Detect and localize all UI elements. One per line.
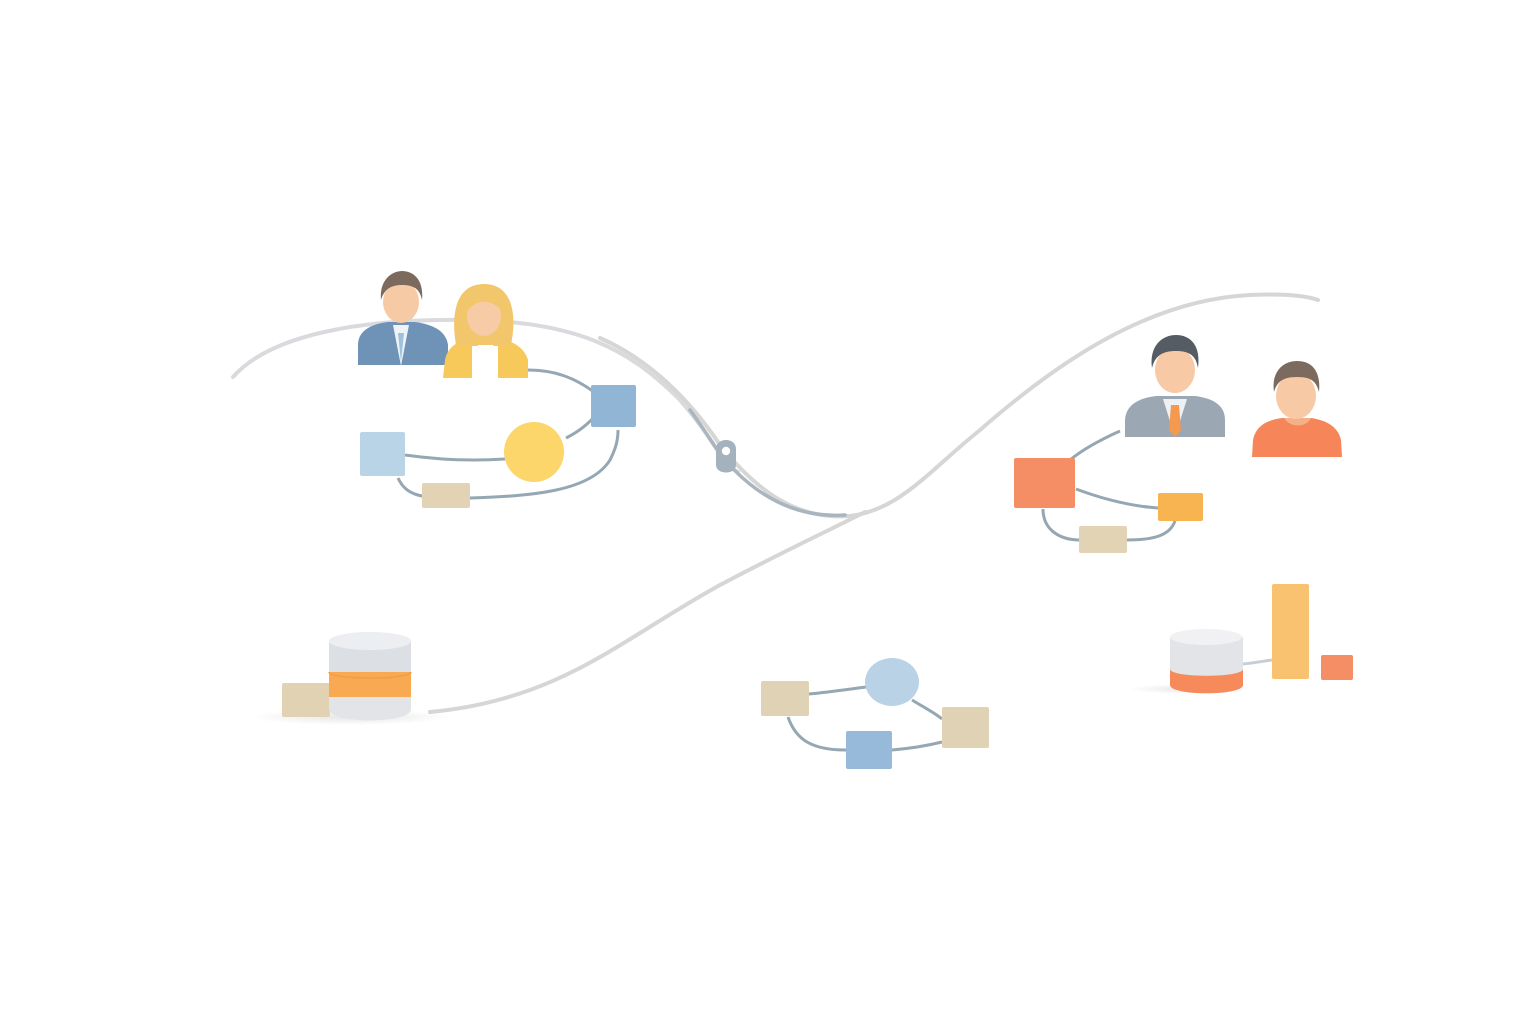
person-man-suit-tie-icon (1125, 335, 1225, 437)
database-icon[interactable] (328, 632, 412, 721)
person-woman-icon (443, 284, 528, 378)
link-line (808, 685, 867, 696)
decision-node-circle[interactable] (865, 658, 919, 706)
data-node-rect[interactable] (761, 681, 809, 716)
process-node-square[interactable] (591, 385, 636, 427)
link-line (1242, 658, 1273, 666)
data-node-rect[interactable] (282, 683, 330, 717)
process-node-square[interactable] (846, 731, 892, 769)
link-line (891, 740, 943, 752)
link-line (1069, 429, 1121, 462)
link-line (565, 415, 597, 440)
team-cluster-left (358, 271, 636, 508)
bar-chart-icon[interactable] (1272, 584, 1353, 680)
data-node-rect[interactable] (422, 483, 470, 508)
process-node-square[interactable] (360, 432, 405, 476)
data-node-rect[interactable] (1079, 526, 1127, 553)
link-line (396, 429, 620, 500)
database-cluster-left (250, 632, 450, 725)
analytics-cluster-right (1128, 584, 1353, 694)
process-node-square[interactable] (1014, 458, 1075, 508)
main-connector-paths (231, 292, 1320, 714)
bar-short (1321, 655, 1353, 680)
connector-curve-pin-segment (688, 408, 847, 518)
link-line (911, 698, 943, 721)
bar-tall (1272, 584, 1309, 679)
process-cluster-center (761, 658, 989, 769)
team-cluster-right (1014, 335, 1342, 553)
connector-curve-through-pin (598, 292, 1320, 519)
decision-node-circle[interactable] (504, 422, 564, 482)
link-line (1075, 487, 1159, 510)
link-line (1126, 520, 1177, 542)
link-line (786, 716, 847, 752)
data-node-rect[interactable] (942, 707, 989, 748)
connector-curve-lower (428, 510, 867, 714)
database-icon[interactable] (1170, 629, 1243, 694)
process-node-rect[interactable] (1158, 493, 1203, 521)
person-man-suit-icon (358, 271, 448, 366)
person-man-casual-icon (1252, 361, 1342, 457)
link-line (527, 368, 595, 394)
pin-icon[interactable] (716, 440, 736, 473)
link-line (1041, 508, 1081, 542)
link-line (404, 453, 506, 462)
